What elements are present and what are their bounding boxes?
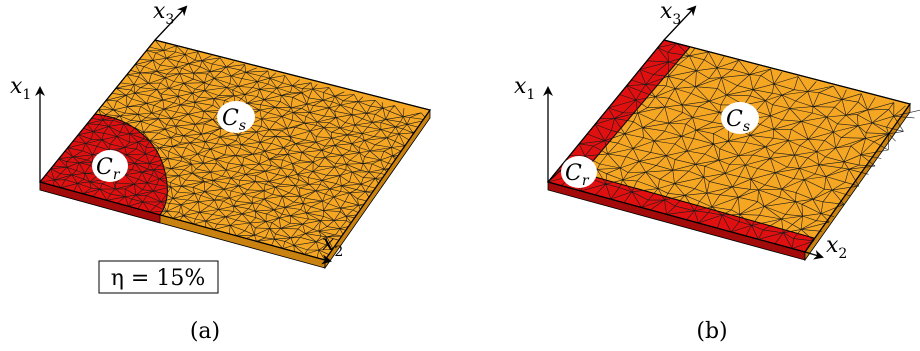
- region-label-cs-b: Cs: [721, 102, 759, 135]
- axis-x3-a: [154, 5, 188, 41]
- svg-text:η = 15%: η = 15%: [111, 266, 206, 291]
- x1-label-b: x1: [514, 74, 535, 103]
- svg-text:Cr: Cr: [565, 161, 590, 189]
- x1-label-a: x1: [10, 74, 31, 103]
- region-label-cs-a: Cs: [217, 101, 255, 134]
- region-label-cr-a: Cr: [92, 150, 128, 183]
- x2-label-b: x2: [826, 233, 847, 262]
- panel-a: x1 x2 x3 Cs Cr η = 15% (a): [10, 0, 431, 344]
- axis-x2-b: [804, 249, 824, 260]
- axis-x2-a: [321, 254, 332, 265]
- fraction-annotation: η = 15%: [98, 260, 219, 294]
- svg-text:Cr: Cr: [96, 155, 121, 183]
- x3-label-b: x3: [660, 0, 681, 28]
- panel-b: x1 x2 x3 Cs Cr (b): [514, 0, 920, 344]
- caption-b: (b): [696, 319, 727, 344]
- region-label-cr-b: Cr: [561, 156, 597, 189]
- x3-label-a: x3: [153, 0, 174, 28]
- svg-text:Cs: Cs: [222, 106, 246, 134]
- x2-label-a: x2: [322, 231, 343, 260]
- svg-text:Cs: Cs: [726, 107, 750, 135]
- caption-a: (a): [190, 319, 220, 344]
- axis-x3-b: [663, 5, 697, 41]
